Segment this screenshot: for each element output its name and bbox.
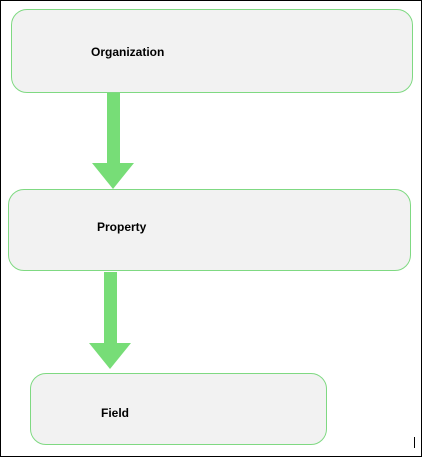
organization-node[interactable]: Organization	[11, 9, 413, 93]
property-label: Property	[97, 220, 147, 234]
property-node[interactable]: Property	[8, 189, 411, 271]
organization-label: Organization	[91, 45, 165, 59]
property-to-field-arrow	[89, 272, 131, 369]
organization-to-property-arrow	[92, 93, 134, 189]
field-label: Field	[101, 406, 130, 420]
text-cursor	[414, 437, 415, 448]
field-node[interactable]: Field	[30, 373, 327, 445]
